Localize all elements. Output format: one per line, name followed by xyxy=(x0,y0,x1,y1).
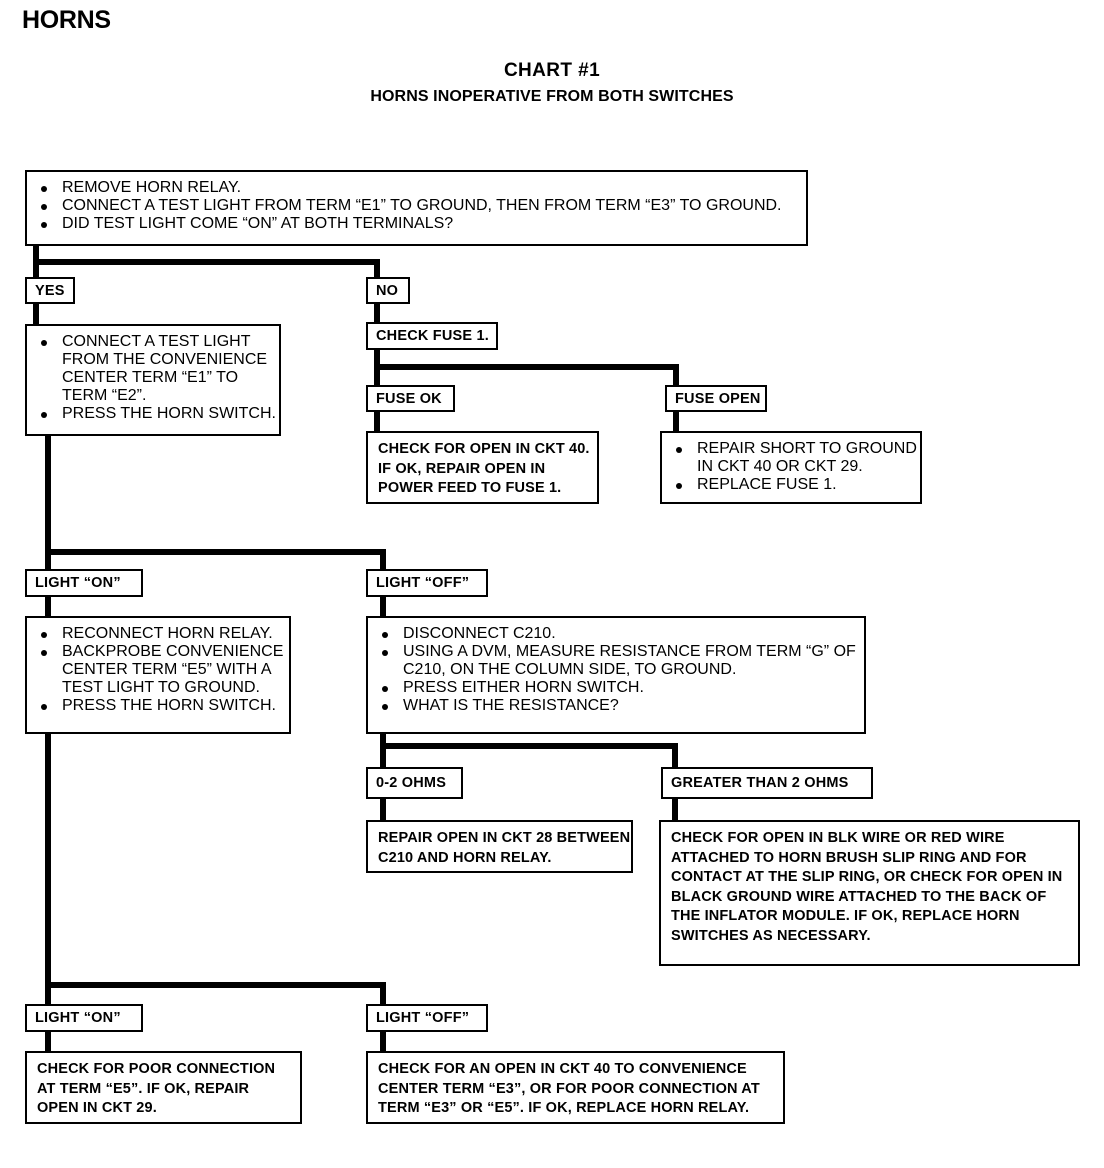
connector-to-ohms-low xyxy=(380,743,386,767)
tag-light-on-1-label: LIGHT “ON” xyxy=(35,575,121,591)
tag-light-on-2-label: LIGHT “ON” xyxy=(35,1010,121,1026)
tag-light-off-2-label: LIGHT “OFF” xyxy=(376,1010,470,1026)
start-bullet-list: REMOVE HORN RELAY. CONNECT A TEST LIGHT … xyxy=(27,172,806,239)
connector-ohmshigh-to-action xyxy=(672,799,678,821)
list-item: CONNECT A TEST LIGHT FROM THE CONVENIENC… xyxy=(35,333,273,405)
connector-to-fuse-open xyxy=(673,364,679,386)
tag-fuse-ok: FUSE OK xyxy=(366,385,455,412)
connector-fuseopen-to-action xyxy=(673,410,679,432)
node-check-fuse: CHECK FUSE 1. xyxy=(366,322,498,350)
connector-ohmslow-to-action xyxy=(380,799,386,821)
tag-yes: YES xyxy=(25,277,75,304)
connector-to-no xyxy=(374,259,380,279)
list-item: PRESS THE HORN SWITCH. xyxy=(35,697,283,715)
connector-start-down xyxy=(33,245,39,265)
list-item: REPAIR SHORT TO GROUND IN CKT 40 OR CKT … xyxy=(670,440,917,476)
list-item: WHAT IS THE RESISTANCE? xyxy=(376,697,858,715)
tag-light-off-1-label: LIGHT “OFF” xyxy=(376,575,470,591)
connector-left-spine-bottom xyxy=(45,733,51,988)
connector-to-light-off-1 xyxy=(380,549,386,569)
chart-number: CHART #1 xyxy=(503,60,601,81)
connector-lightoff2-to-action xyxy=(380,1030,386,1052)
connector-bus-ohms xyxy=(380,743,678,749)
tag-light-on-1: LIGHT “ON” xyxy=(25,569,143,597)
list-item: REPLACE FUSE 1. xyxy=(670,476,914,494)
connector-to-yes xyxy=(33,259,39,279)
light-off-1-bullet-list: DISCONNECT C210. USING A DVM, MEASURE RE… xyxy=(368,618,864,721)
connector-to-ohms-high xyxy=(672,743,678,767)
tag-light-off-2: LIGHT “OFF” xyxy=(366,1004,488,1032)
list-item: USING A DVM, MEASURE RESISTANCE FROM TER… xyxy=(376,643,858,679)
list-item: REMOVE HORN RELAY. xyxy=(35,179,800,197)
system-title: HORNS xyxy=(22,6,111,34)
tag-fuse-open: FUSE OPEN xyxy=(665,385,767,412)
connector-to-fuse-ok xyxy=(374,364,380,386)
connector-to-light-on-2 xyxy=(45,982,51,1004)
connector-checkfuse-down xyxy=(374,348,380,370)
check-fuse-label: CHECK FUSE 1. xyxy=(376,328,489,344)
list-item: DID TEST LIGHT COME “ON” AT BOTH TERMINA… xyxy=(35,215,800,233)
tag-light-on-2: LIGHT “ON” xyxy=(25,1004,143,1032)
node-light-off-action-2: CHECK FOR AN OPEN IN CKT 40 TO CONVENIEN… xyxy=(366,1051,785,1124)
connector-lighton1-to-action xyxy=(45,595,51,617)
tag-no: NO xyxy=(366,277,410,304)
connector-lightoff1-to-action xyxy=(380,595,386,617)
connector-no-to-checkfuse xyxy=(374,303,380,323)
yes-action-bullet-list: CONNECT A TEST LIGHT FROM THE CONVENIENC… xyxy=(27,326,279,429)
list-item: PRESS THE HORN SWITCH. xyxy=(35,405,276,423)
connector-yes-to-action xyxy=(33,303,39,325)
list-item: RECONNECT HORN RELAY. xyxy=(35,625,283,643)
light-on-1-bullet-list: RECONNECT HORN RELAY. BACKPROBE CONVENIE… xyxy=(27,618,289,721)
node-ohms-high-action: CHECK FOR OPEN IN BLK WIRE OR RED WIRE A… xyxy=(659,820,1080,966)
node-yes-action: CONNECT A TEST LIGHT FROM THE CONVENIENC… xyxy=(25,324,281,436)
node-fuse-open-action: REPAIR SHORT TO GROUND IN CKT 40 OR CKT … xyxy=(660,431,922,504)
tag-ohms-low: 0-2 OHMS xyxy=(366,767,463,799)
tag-ohms-high-label: GREATER THAN 2 OHMS xyxy=(671,775,849,791)
list-item: CONNECT A TEST LIGHT FROM TERM “E1” TO G… xyxy=(35,197,800,215)
connector-to-light-off-2 xyxy=(380,982,386,1004)
connector-yesaction-spine xyxy=(45,435,51,555)
node-fuse-ok-action: CHECK FOR OPEN IN CKT 40. IF OK, REPAIR … xyxy=(366,431,599,504)
connector-fuseok-to-action xyxy=(374,410,380,432)
chart-subtitle: HORNS INOPERATIVE FROM BOTH SWITCHES xyxy=(370,88,734,105)
connector-to-light-on-1 xyxy=(45,549,51,569)
list-item: BACKPROBE CONVENIENCE CENTER TERM “E5” W… xyxy=(35,643,283,697)
tag-fuse-ok-label: FUSE OK xyxy=(376,390,442,407)
connector-bus-yes-no xyxy=(33,259,380,265)
list-item: PRESS EITHER HORN SWITCH. xyxy=(376,679,858,697)
tag-no-label: NO xyxy=(376,282,399,299)
connector-lighton2-to-action xyxy=(45,1030,51,1052)
node-ohms-low-action: REPAIR OPEN IN CKT 28 BETWEEN C210 AND H… xyxy=(366,820,633,873)
tag-ohms-low-label: 0-2 OHMS xyxy=(376,775,447,791)
fuse-open-bullet-list: REPAIR SHORT TO GROUND IN CKT 40 OR CKT … xyxy=(662,433,920,500)
node-light-on-action-2: CHECK FOR POOR CONNECTION AT TERM “E5”. … xyxy=(25,1051,302,1124)
connector-bus-light-1 xyxy=(45,549,386,555)
tag-light-off-1: LIGHT “OFF” xyxy=(366,569,488,597)
tag-yes-label: YES xyxy=(35,282,65,299)
node-light-on-action-1: RECONNECT HORN RELAY. BACKPROBE CONVENIE… xyxy=(25,616,291,734)
connector-bus-fuse xyxy=(374,364,679,370)
list-item: DISCONNECT C210. xyxy=(376,625,858,643)
node-start: REMOVE HORN RELAY. CONNECT A TEST LIGHT … xyxy=(25,170,808,246)
tag-ohms-high: GREATER THAN 2 OHMS xyxy=(661,767,873,799)
node-light-off-action-1: DISCONNECT C210. USING A DVM, MEASURE RE… xyxy=(366,616,866,734)
connector-lightoff1action-down xyxy=(380,727,386,749)
connector-bus-light-2 xyxy=(45,982,386,988)
tag-fuse-open-label: FUSE OPEN xyxy=(675,390,761,407)
